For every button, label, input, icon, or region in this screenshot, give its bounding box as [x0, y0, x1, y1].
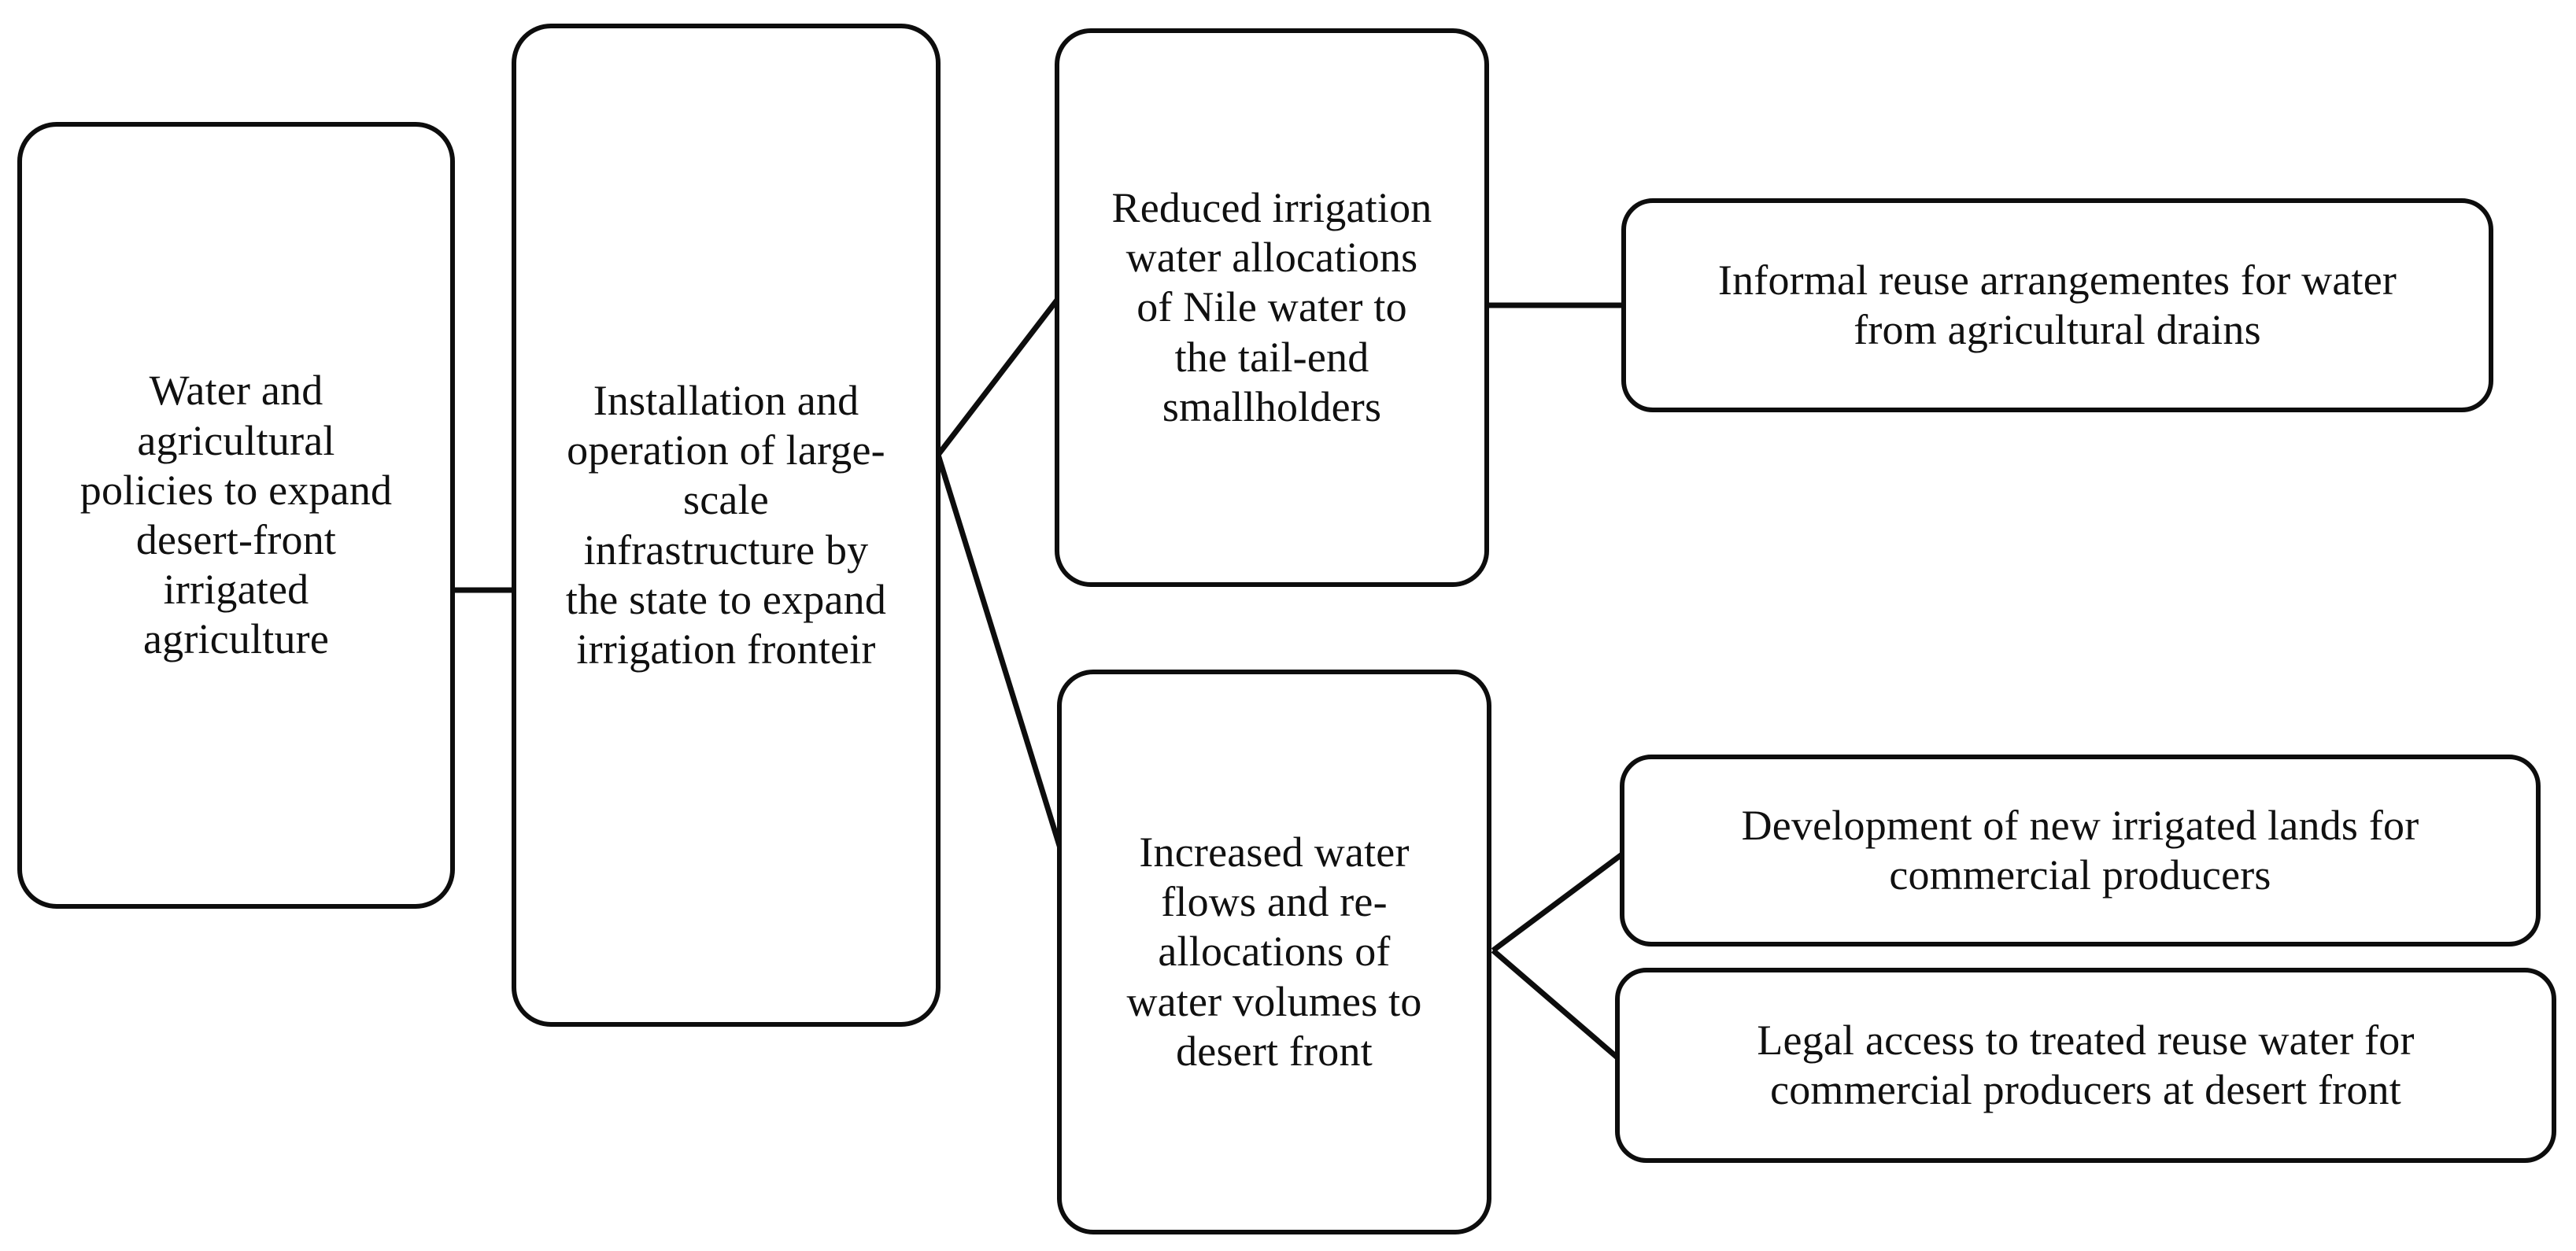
- node-label: Installation and operation of large- sca…: [565, 376, 887, 673]
- node-label: Informal reuse arrangementes for water f…: [1717, 256, 2397, 353]
- edge-infrastructure-to-increased-flows: [935, 453, 1063, 850]
- edge-infrastructure-to-reduced-allocations: [936, 297, 1060, 457]
- node-informal-reuse-arrangements[interactable]: Informal reuse arrangementes for water f…: [1621, 198, 2493, 412]
- node-label: Water and agricultural policies to expan…: [79, 367, 393, 663]
- node-label: Legal access to treated reuse water for …: [1757, 1016, 2415, 1113]
- node-development-of-new-irrigated-lands[interactable]: Development of new irrigated lands for c…: [1620, 755, 2541, 947]
- node-increased-water-flows-and-reallocations[interactable]: Increased water flows and re- allocation…: [1057, 670, 1491, 1234]
- node-installation-and-operation-of-infrastructure[interactable]: Installation and operation of large- sca…: [512, 24, 941, 1027]
- edge-increased-flows-to-new-lands: [1491, 851, 1625, 953]
- node-water-and-agricultural-policies[interactable]: Water and agricultural policies to expan…: [17, 122, 455, 909]
- edge-increased-flows-to-legal-access: [1491, 948, 1621, 1061]
- node-reduced-irrigation-water-allocations[interactable]: Reduced irrigation water allocations of …: [1055, 28, 1489, 587]
- node-legal-access-to-treated-reuse-water[interactable]: Legal access to treated reuse water for …: [1615, 968, 2556, 1163]
- node-label: Development of new irrigated lands for c…: [1741, 801, 2419, 899]
- node-label: Increased water flows and re- allocation…: [1126, 828, 1422, 1075]
- node-label: Reduced irrigation water allocations of …: [1111, 184, 1432, 430]
